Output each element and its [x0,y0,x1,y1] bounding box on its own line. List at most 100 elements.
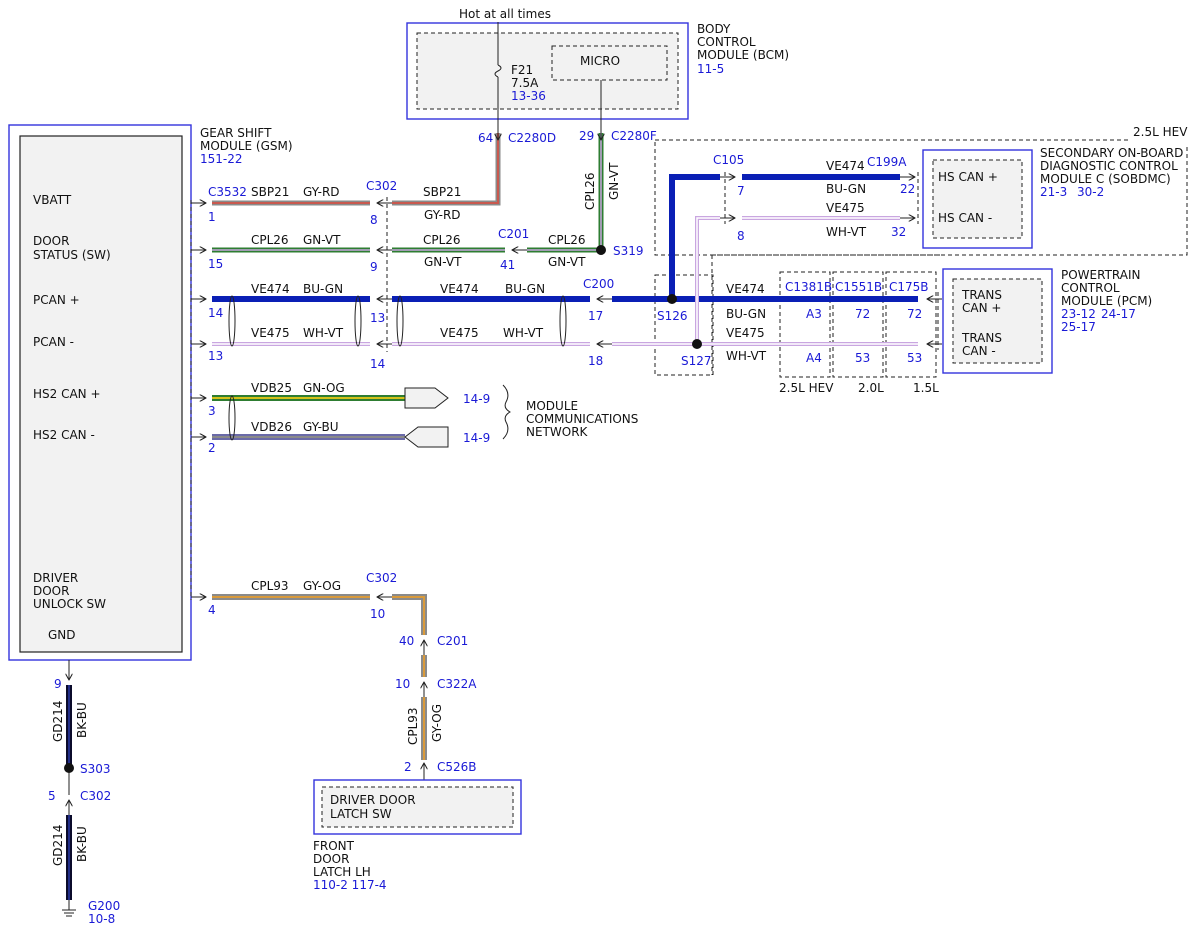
mcn-ref-2[interactable]: 14-9 [463,431,490,445]
gsm-pin-hs2-minus: HS2 CAN - [33,428,95,442]
label-cpl26-1: CPL26 [251,233,289,247]
splice-s126[interactable]: S126 [657,309,688,323]
latch-title-1: FRONT [313,839,355,853]
pcm-variant-3: 1.5L [913,381,939,395]
pcm-title-1: POWERTRAIN [1061,268,1141,282]
splice-s319[interactable]: S319 [613,244,644,258]
bcm-fuse-rating: 7.5A [511,76,539,90]
pcm-ref-3[interactable]: 25-17 [1061,320,1096,334]
label-gd214-1: GD214 [51,701,65,742]
mcn-label-1: MODULE [526,399,578,413]
label-ve475-4: VE475 [826,201,865,215]
sobdmc-pin-minus: HS CAN - [938,211,992,225]
conn-c2280f[interactable]: C2280F [611,129,657,143]
splice-s303[interactable]: S303 [80,762,111,776]
pcm-ref-1[interactable]: 23-12 [1061,307,1096,321]
bcm-module: MICRO Hot at all times F21 7.5A 13-36 BO… [406,7,789,125]
pcm-ref-2[interactable]: 24-17 [1101,307,1136,321]
label-gnvt-3: GN-VT [548,255,586,269]
pin-17: 17 [588,309,603,323]
ground-g200[interactable]: G200 [88,899,120,913]
mcn-label-2: COMMUNICATIONS [526,412,638,426]
label-whvt-4: WH-VT [826,225,867,239]
pin-15: 15 [208,257,223,271]
label-ve474-3: VE474 [726,282,765,296]
gsm-pin-unlock: UNLOCK SW [33,597,106,611]
bcm-ref[interactable]: 11-5 [697,62,724,76]
gsm-pin-hs2-plus: HS2 CAN + [33,387,101,401]
pin-2: 2 [208,441,216,455]
bcm-title-1: BODY [697,22,731,36]
label-bugn-1: BU-GN [303,282,343,296]
conn-c302-2[interactable]: C302 [366,571,397,585]
pin-29: 29 [579,129,594,143]
conn-c526b[interactable]: C526B [437,760,477,774]
pcm-pin-plus-2: CAN + [962,301,1001,315]
conn-c302-3[interactable]: C302 [80,789,111,803]
pin-72a: 72 [855,307,870,321]
pin-41: 41 [500,258,515,272]
conn-c1551b[interactable]: C1551B [835,280,882,294]
pin-13: 13 [208,349,223,363]
conn-c201-1[interactable]: C201 [498,227,529,241]
conn-c200[interactable]: C200 [583,277,614,291]
label-bugn-2: BU-GN [505,282,545,296]
conn-c199a[interactable]: C199A [867,155,907,169]
conn-c3532[interactable]: C3532 [208,185,247,199]
pin-22: 22 [900,182,915,196]
pin-a4: A4 [806,351,822,365]
conn-c1381b[interactable]: C1381B [785,280,832,294]
pin-14b: 14 [370,357,385,371]
twist-marks [228,295,567,441]
splice-s127[interactable]: S127 [681,354,712,368]
pcm-module: TRANS CAN + TRANS CAN - POWERTRAIN CONTR… [711,254,1152,395]
conn-c105[interactable]: C105 [713,153,744,167]
wire-gd214 [62,660,76,917]
pin-4: 4 [208,603,216,617]
ground-ref[interactable]: 10-8 [88,912,115,926]
latch-inner-1: DRIVER DOOR [330,793,416,807]
pin-40: 40 [399,634,414,648]
label-gyog: GY-OG [303,579,341,593]
sobdmc-title-2: DIAGNOSTIC CONTROL [1040,159,1178,173]
label-ve474-4: VE474 [826,159,865,173]
sobdmc-ref-2[interactable]: 30-2 [1077,185,1104,199]
mcn-ref-1[interactable]: 14-9 [463,392,490,406]
label-bkbu-1: BK-BU [75,702,89,738]
gsm-ref[interactable]: 151-22 [200,152,243,166]
pin-53a: 53 [855,351,870,365]
pcm-pin-minus-1: TRANS [961,331,1002,345]
pcm-pin-minus-2: CAN - [962,344,996,358]
sobdmc-ref-1[interactable]: 21-3 [1040,185,1067,199]
bcm-title-3: MODULE (BCM) [697,48,789,62]
label-cpl26-2: CPL26 [423,233,461,247]
gsm-pin-gnd: GND [48,628,76,642]
conn-c201-2[interactable]: C201 [437,634,468,648]
conn-c322a[interactable]: C322A [437,677,477,691]
conn-c175b[interactable]: C175B [889,280,929,294]
label-whvt-2: WH-VT [503,326,544,340]
wire-sbp21 [212,133,501,206]
label-gnvt-vert: GN-VT [607,162,621,200]
sobdmc-title-3: MODULE C (SOBDMC) [1040,172,1171,186]
pin-5g: 5 [48,789,56,803]
pin-9: 9 [370,260,378,274]
bcm-fuse-ref[interactable]: 13-36 [511,89,546,103]
gsm-pin-vbatt: VBATT [33,193,72,207]
conn-c302-1[interactable]: C302 [366,179,397,193]
wire-ve474 [212,174,918,302]
splice-s127-dot [692,339,702,349]
latch-ref[interactable]: 110-2 117-4 [313,878,387,892]
latch-module: DRIVER DOOR LATCH SW FRONT DOOR LATCH LH… [313,779,522,892]
label-vdb25: VDB25 [251,381,292,395]
bcm-fuse-name: F21 [511,63,533,77]
sobdmc-module: 2.5L HEV HS CAN + HS CAN - SECONDARY ON-… [654,125,1190,256]
pin-8: 8 [370,213,378,227]
label-ve475-3: VE475 [726,326,765,340]
pin-9g: 9 [54,677,62,691]
pin-labels: 1 15 14 13 3 2 4 8 9 13 14 10 41 17 18 6… [48,129,922,803]
conn-c2280d[interactable]: C2280D [508,131,556,145]
pcm-pin-plus-1: TRANS [961,288,1002,302]
bcm-hot-label: Hot at all times [459,7,551,21]
label-vdb26: VDB26 [251,420,292,434]
